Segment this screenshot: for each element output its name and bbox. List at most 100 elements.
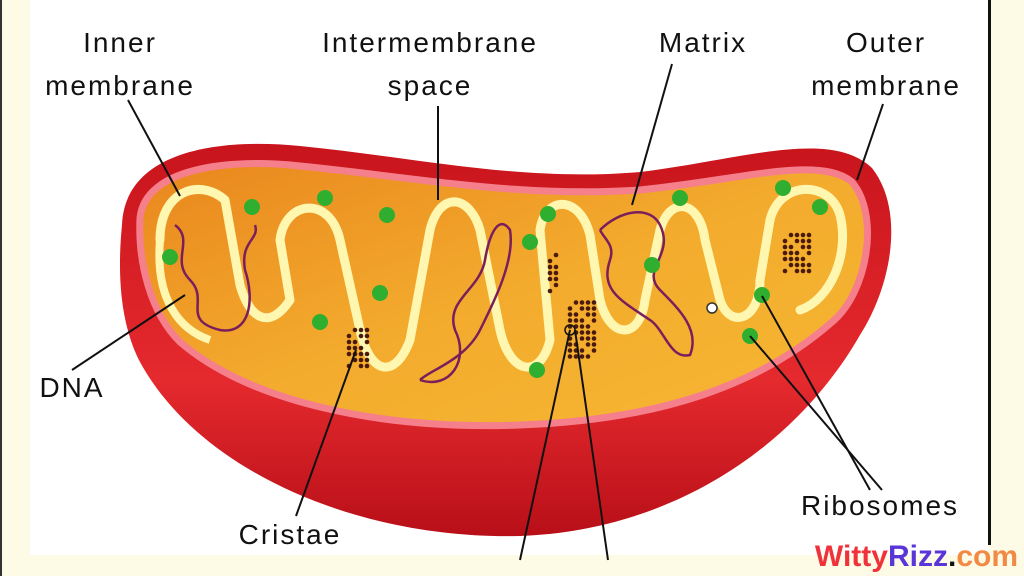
granule-dot — [567, 342, 573, 347]
granule-dot — [788, 262, 794, 268]
granule-dot — [547, 288, 553, 294]
label-outer-membrane-1: Outer — [846, 27, 926, 58]
granule-dot — [352, 327, 358, 333]
ribosomes — [162, 180, 828, 378]
granule-dot — [352, 339, 358, 345]
granule-dot — [591, 336, 597, 341]
granule-dot — [573, 318, 579, 323]
granule-dot — [591, 312, 597, 317]
granule-dot — [567, 348, 573, 353]
granule-dot — [553, 252, 559, 258]
granule-dot — [358, 357, 364, 363]
granule-dot — [806, 268, 812, 274]
label-cristae: Cristae — [239, 519, 342, 550]
granule-dot — [547, 258, 553, 264]
granule-dot — [806, 244, 812, 250]
granule-dot — [553, 276, 559, 282]
granule-dot — [794, 250, 800, 256]
granule-dot — [579, 306, 585, 311]
granule-dot — [567, 306, 573, 311]
ribosome-dot — [754, 287, 770, 303]
inner-matrix-surface — [136, 160, 871, 430]
ribosome-dot — [540, 206, 556, 222]
granule-dot — [800, 262, 806, 268]
granule-dot — [585, 324, 591, 329]
granule-dot — [794, 238, 800, 244]
watermark-part: Witty — [814, 540, 888, 573]
ribosome-dot — [244, 199, 260, 215]
granule-dot — [591, 330, 597, 335]
granule-dot — [364, 333, 370, 339]
granule-dot — [358, 327, 364, 333]
granule-dot — [567, 354, 573, 359]
granule-dot — [806, 262, 812, 268]
label-matrix: Matrix — [659, 27, 747, 58]
cristae — [155, 184, 848, 372]
granule-dot — [794, 262, 800, 268]
granule-dot — [553, 264, 559, 270]
granule-dot — [782, 244, 788, 250]
granule-dot — [358, 345, 364, 351]
cursor-hand-icon — [706, 302, 718, 314]
granule-dot — [364, 357, 370, 363]
granule-dot — [579, 330, 585, 335]
granule-dot — [553, 282, 559, 288]
inner-membrane-loop — [155, 239, 212, 344]
granule-dot — [573, 354, 579, 359]
granule-dot — [782, 250, 788, 256]
granule-dot — [788, 232, 794, 238]
watermark: WittyRizz.com — [815, 540, 1018, 574]
granule-dot — [782, 256, 788, 262]
label-intermembrane-space-1: Intermembrane — [322, 27, 538, 58]
granule-dot — [585, 330, 591, 335]
ribosome-dot — [672, 190, 688, 206]
granule-dot — [794, 256, 800, 262]
watermark-part: Rizz — [887, 540, 948, 573]
frame-border-left — [0, 0, 2, 576]
granule-dot — [364, 339, 370, 345]
label-inner-membrane-2: membrane — [45, 70, 195, 101]
granule-dot — [591, 318, 597, 323]
ribosome-dot — [317, 190, 333, 206]
granule-dot — [358, 333, 364, 339]
granule-dot — [553, 270, 559, 276]
watermark-part: . — [947, 540, 957, 573]
granule-dot — [346, 333, 352, 339]
granule-dot — [585, 300, 591, 305]
ribosome-dot — [529, 362, 545, 378]
ribosome-dot — [644, 257, 660, 273]
granule-dot — [806, 238, 812, 244]
granule-dot — [579, 348, 585, 353]
granule-dot — [800, 238, 806, 244]
granule-dot — [573, 312, 579, 317]
label-intermembrane-space-2: space — [388, 70, 473, 101]
granule-dot — [806, 250, 812, 256]
granule-dot — [591, 306, 597, 311]
granule-dot — [591, 348, 597, 353]
granule-dot — [585, 342, 591, 347]
granule-dot — [794, 232, 800, 238]
ribosome-dot — [522, 234, 538, 250]
label-dna: DNA — [39, 372, 104, 403]
granule-dot — [352, 345, 358, 351]
granule-dot — [579, 324, 585, 329]
granule-dot — [800, 268, 806, 274]
granule-dot — [800, 256, 806, 262]
granule-dot — [591, 300, 597, 305]
granule-dot — [591, 342, 597, 347]
granule-dot — [567, 312, 573, 317]
ribosome-dot — [775, 180, 791, 196]
granule-dot — [358, 363, 364, 369]
granule-dot — [585, 336, 591, 341]
granule-dot — [346, 351, 352, 357]
granule-dot — [346, 339, 352, 345]
granule-dot — [579, 318, 585, 323]
granule-dot — [800, 244, 806, 250]
granule-dot — [547, 264, 553, 270]
granule-dot — [547, 276, 553, 282]
dna-strands — [174, 211, 694, 384]
granule-dot — [788, 256, 794, 262]
ribosome-dot — [372, 285, 388, 301]
granule-dot — [788, 244, 794, 250]
